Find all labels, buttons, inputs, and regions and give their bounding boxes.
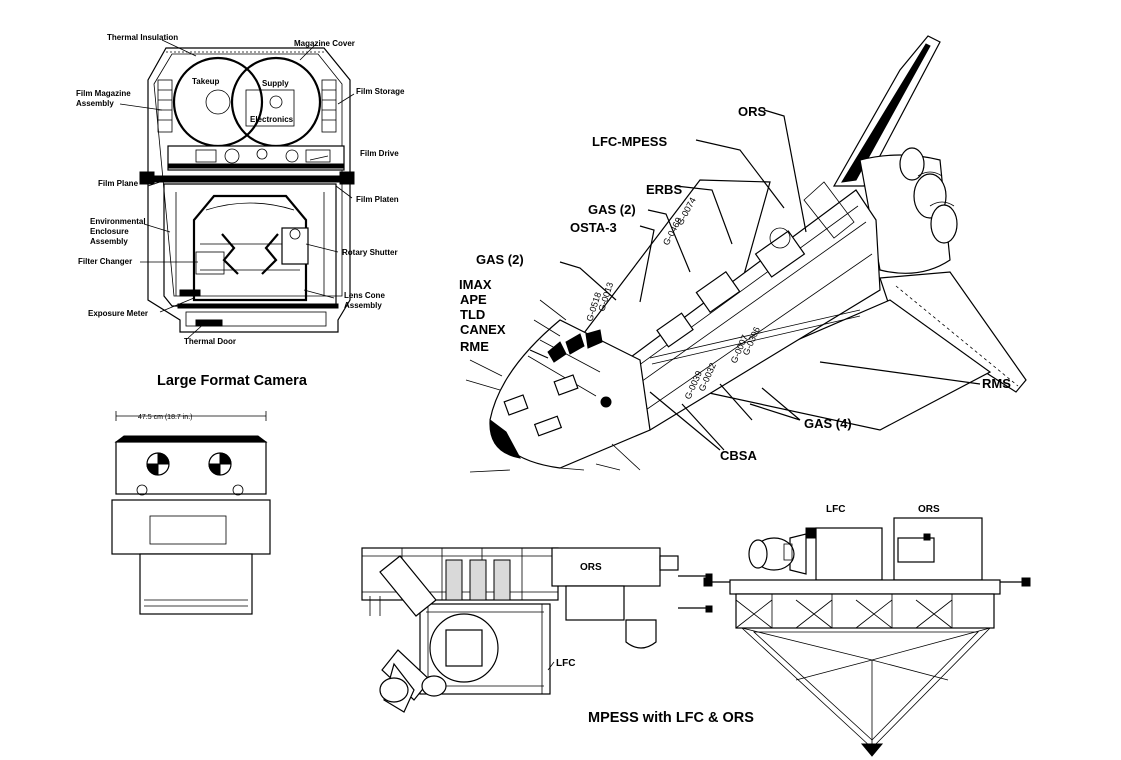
- label-lfc-side: LFC: [556, 658, 575, 669]
- lfc-cutaway-labels: Thermal Insulation Magazine Cover Film M…: [76, 33, 405, 389]
- mpess-title: MPESS with LFC & ORS: [588, 710, 754, 726]
- mpess-side-labels: ORS LFC: [556, 562, 602, 669]
- label-film-drive: Film Drive: [360, 149, 399, 158]
- label-gas2-top: GAS (2): [588, 202, 636, 217]
- label-lens-cone-1: Lens Cone: [344, 291, 385, 300]
- label-film-platen: Film Platen: [356, 195, 399, 204]
- lfc-title: Large Format Camera: [157, 373, 308, 389]
- label-env-enclosure-3: Assembly: [90, 237, 128, 246]
- label-gas2-left: GAS (2): [476, 252, 524, 267]
- label-takeup: Takeup: [192, 77, 220, 86]
- label-film-magazine-2: Assembly: [76, 99, 114, 108]
- label-tld: TLD: [460, 307, 485, 322]
- label-film-storage: Film Storage: [356, 87, 405, 96]
- label-filter-changer: Filter Changer: [78, 257, 132, 266]
- lfc-front-view: 47.5 cm (18.7 in.): [111, 411, 271, 615]
- label-osta3: OSTA-3: [570, 220, 617, 235]
- label-env-enclosure-1: Environmental: [90, 217, 146, 226]
- label-film-plane: Film Plane: [98, 179, 139, 188]
- label-exposure-meter: Exposure Meter: [88, 309, 148, 318]
- label-electronics: Electronics: [250, 115, 294, 124]
- supply-reel: [230, 56, 322, 148]
- mpess-end-labels: LFC ORS MPESS with LFC & ORS: [588, 504, 940, 726]
- label-ape: APE: [460, 292, 487, 307]
- label-rme: RME: [460, 339, 489, 354]
- label-thermal-insulation: Thermal Insulation: [107, 33, 178, 42]
- label-gas4: GAS (4): [804, 416, 852, 431]
- label-erbs: ERBS: [646, 182, 682, 197]
- label-thermal-door: Thermal Door: [184, 337, 236, 346]
- dimension-label: 47.5 cm (18.7 in.): [138, 414, 192, 421]
- label-rotary-shutter: Rotary Shutter: [342, 248, 398, 257]
- label-film-magazine-1: Film Magazine: [76, 89, 131, 98]
- label-lfc-mpess: LFC-MPESS: [592, 134, 667, 149]
- lfc-cutaway-drawing: [119, 39, 355, 339]
- shuttle-drawing: [465, 35, 1027, 473]
- label-lfc-top: LFC: [826, 504, 845, 515]
- label-ors: ORS: [738, 104, 767, 119]
- takeup-reel: [172, 56, 264, 148]
- label-env-enclosure-2: Enclosure: [90, 227, 129, 236]
- label-lens-cone-2: Assembly: [344, 301, 382, 310]
- label-magazine-cover: Magazine Cover: [294, 39, 355, 48]
- label-supply: Supply: [262, 79, 289, 88]
- label-canex: CANEX: [460, 322, 506, 337]
- label-rms: RMS: [982, 376, 1011, 391]
- mpess-side-view: [361, 547, 713, 713]
- mpess-end-view: [703, 517, 1031, 757]
- label-imax: IMAX: [459, 277, 492, 292]
- label-ors-side: ORS: [580, 562, 602, 573]
- label-ors-top: ORS: [918, 504, 940, 515]
- label-cbsa: CBSA: [720, 448, 757, 463]
